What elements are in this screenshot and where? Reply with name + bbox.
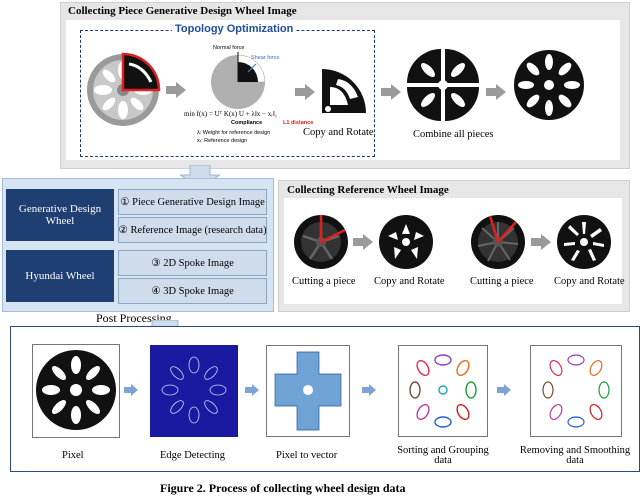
ref-label-copy-1: Copy and Rotate [374,276,445,287]
sorting-plot [398,345,488,437]
post-arrow-1 [124,384,138,396]
step-sorting-label: Sorting and Grouping data [397,445,489,466]
compliance-label: Compliance [231,120,263,126]
combine-label: Combine all pieces [413,129,494,140]
post-arrow-2 [245,384,259,396]
step-pixel-label: Pixel [62,450,84,461]
ref-arrow-1 [353,234,373,250]
edge-plot [150,345,238,437]
gray-wheel-image [87,52,161,126]
combined-wheel-image [514,50,584,120]
reference-wheel-2-result [557,215,611,269]
black-piece-image [322,69,366,113]
objective-formula: min f(x) = Uᵀ K(x) U + λ‖x − xᵣ‖₁ [184,110,278,118]
ref-label-cut-2: Cutting a piece [470,276,534,287]
arrow-1 [166,82,186,98]
topology-title: Topology Optimization [172,23,297,35]
legend-lambda: λ: Weight for reference design [197,130,271,136]
source-item-2: ② Reference Image (research data) [118,217,267,243]
figure-caption: Figure 2. Process of collecting wheel de… [160,481,406,495]
copy-rotate-label-top: Copy and Rotate [303,127,374,138]
reference-wheel-2 [471,215,525,269]
vector-plot [266,345,350,437]
category-hyundai: Hyundai Wheel [6,250,114,302]
source-item-4: ④ 3D Spoke Image [118,278,267,304]
source-item-3: ③ 2D Spoke Image [118,250,267,276]
smoothing-plot [530,345,622,437]
step-edge-label: Edge Detecting [160,450,226,461]
step-vector-label: Pixel to vector [276,450,338,461]
category-generative-design: Generative Design Wheel [6,189,114,241]
step-smoothing-label: Removing and Smoothing data [519,445,631,466]
four-pieces-image [407,49,479,121]
reference-panel-title: Collecting Reference Wheel Image [287,184,449,196]
pixel-plot [32,344,120,438]
legend-reference: xᵣ: Reference design [197,138,248,144]
ref-label-cut-1: Cutting a piece [292,276,356,287]
ref-label-copy-2: Copy and Rotate [554,276,625,287]
ref-arrow-2 [531,234,551,250]
reference-wheel-1 [294,215,348,269]
arrow-3 [381,84,401,100]
shear-force-label: Shear force [251,55,280,61]
post-arrow-3 [362,384,376,396]
top-panel-title: Collecting Piece Generative Design Wheel… [68,5,297,17]
l1-distance-label: L1 distance [283,120,314,126]
reference-wheel-1-result [379,215,433,269]
arrow-2 [295,84,315,100]
post-arrow-4 [497,384,511,396]
force-diagram [211,52,266,109]
source-item-1: ① Piece Generative Design Image [118,189,267,215]
normal-force-label: Normal force [213,45,245,51]
arrow-4 [486,84,506,100]
